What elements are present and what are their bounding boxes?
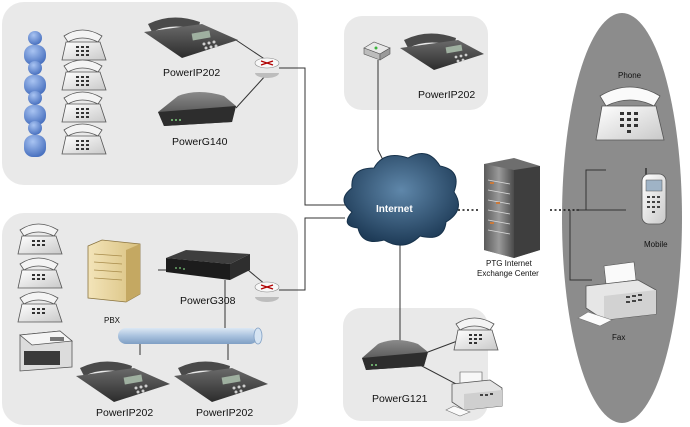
label-bottom-phone-left: PowerIP202 bbox=[96, 407, 153, 419]
label-phone: Phone bbox=[618, 71, 642, 80]
ip-phone-icon bbox=[144, 17, 238, 58]
label-top-phone: PowerIP202 bbox=[163, 67, 220, 79]
phone-icon bbox=[453, 317, 499, 351]
label-exchange-line2: Exchange Center bbox=[477, 269, 539, 278]
label-upper-right-phone: PowerIP202 bbox=[418, 89, 475, 101]
label-bottom-phone-right: PowerIP202 bbox=[196, 407, 253, 419]
ip-phone-icon bbox=[76, 361, 170, 402]
label-pbx: PBX bbox=[104, 316, 121, 325]
user-icon bbox=[24, 61, 46, 95]
printer-icon bbox=[19, 330, 73, 372]
lan-bus bbox=[118, 327, 263, 345]
analog-phones-top bbox=[61, 29, 107, 155]
gateway-icon bbox=[166, 250, 250, 280]
internet-cloud: Internet bbox=[343, 153, 459, 246]
phone-icon bbox=[595, 86, 665, 141]
label-g308: PowerG308 bbox=[180, 295, 236, 307]
label-top-gateway: PowerG140 bbox=[172, 136, 228, 148]
user-icon bbox=[24, 31, 46, 65]
phone-icon bbox=[17, 291, 63, 323]
label-mobile: Mobile bbox=[644, 240, 668, 249]
phone-icon bbox=[61, 123, 107, 155]
analog-phones-bottom bbox=[17, 223, 63, 323]
label-internet: Internet bbox=[376, 204, 413, 215]
phone-icon bbox=[17, 223, 63, 255]
phone-icon bbox=[61, 29, 107, 61]
top-left-panel bbox=[2, 2, 298, 185]
label-fax: Fax bbox=[612, 333, 625, 342]
label-exchange-line1: PTG Internet bbox=[486, 259, 533, 268]
user-icon bbox=[24, 121, 46, 157]
phone-icon bbox=[61, 59, 107, 91]
fax-machine-icon bbox=[577, 261, 657, 327]
router-icon bbox=[254, 57, 280, 78]
adapter-icon bbox=[363, 41, 391, 61]
gateway-icon bbox=[158, 92, 236, 126]
pbx-server-icon bbox=[87, 239, 141, 303]
user-group bbox=[24, 31, 46, 157]
ip-phone-icon bbox=[174, 361, 268, 402]
ip-phone-icon bbox=[400, 33, 484, 70]
phone-icon bbox=[17, 257, 63, 289]
phone-icon bbox=[61, 91, 107, 123]
label-g121: PowerG121 bbox=[372, 393, 428, 405]
fax-machine-icon bbox=[445, 371, 503, 417]
router-icon bbox=[254, 281, 280, 302]
mobile-phone-icon bbox=[641, 168, 667, 225]
gateway-icon bbox=[362, 340, 428, 370]
server-rack-icon bbox=[484, 158, 540, 258]
user-icon bbox=[24, 91, 46, 125]
